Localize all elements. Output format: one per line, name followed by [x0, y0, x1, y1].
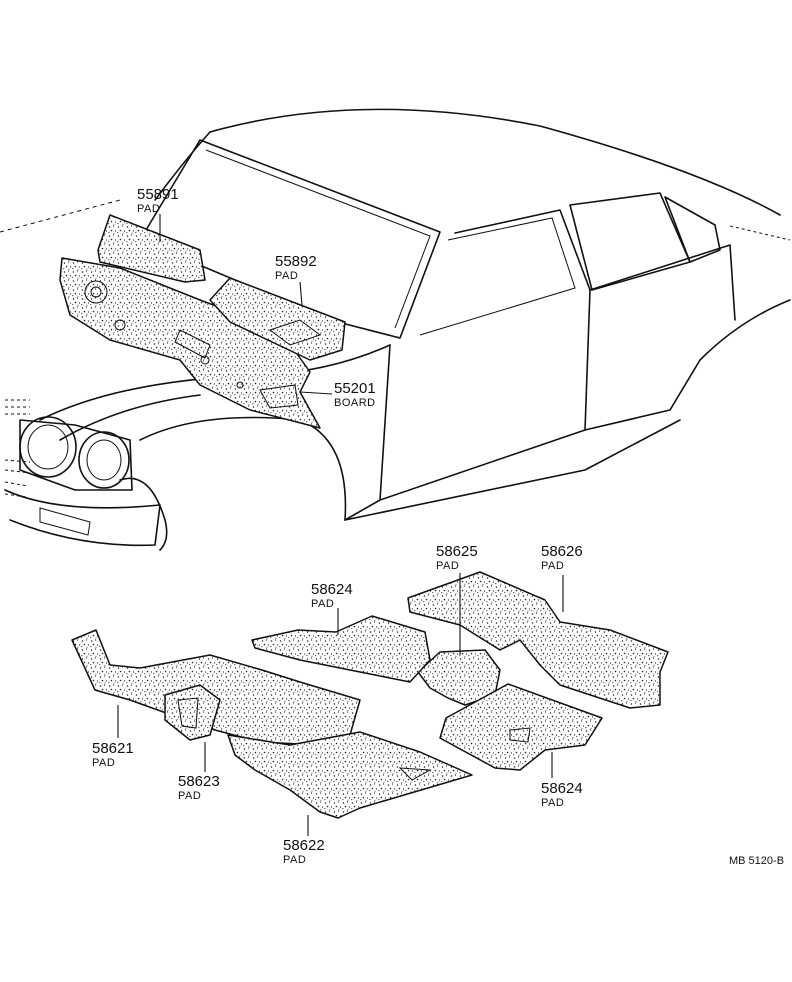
- callout-55891: 55891 PAD: [137, 186, 179, 215]
- part-desc-55201: BOARD: [334, 397, 376, 409]
- callout-55892: 55892 PAD: [275, 253, 317, 282]
- part-number-58624-upper: 58624: [311, 581, 353, 598]
- part-number-55892: 55892: [275, 253, 317, 270]
- part-desc-58621: PAD: [92, 757, 115, 769]
- part-desc-58625: PAD: [436, 560, 459, 572]
- callout-58621: 58621 PAD: [92, 740, 134, 769]
- callout-55201: 55201 BOARD: [334, 380, 376, 409]
- part-desc-55891: PAD: [137, 203, 160, 215]
- pad-58623-slot: [177, 697, 199, 729]
- callout-58622: 58622 PAD: [283, 837, 325, 866]
- callout-58625: 58625 PAD: [436, 543, 478, 572]
- part-number-58622: 58622: [283, 837, 325, 854]
- part-desc-58623: PAD: [178, 790, 201, 802]
- part-desc-58624-lower: PAD: [541, 797, 564, 809]
- figure-code: MB 5120-B: [729, 855, 784, 867]
- part-number-58621: 58621: [92, 740, 134, 757]
- pad-58622-shape: [227, 731, 473, 819]
- pad-55892-shape: [209, 277, 346, 361]
- part-desc-58624-upper: PAD: [311, 598, 334, 610]
- pad-55892-detail: [268, 319, 322, 346]
- callout-58624-lower: 58624 PAD: [541, 780, 583, 809]
- pad-58623-shape: [164, 684, 221, 741]
- board-55201-shape: [59, 257, 321, 429]
- part-number-58625: 58625: [436, 543, 478, 560]
- callout-58626: 58626 PAD: [541, 543, 583, 572]
- part-number-55201: 55201: [334, 380, 376, 397]
- pad-55891-shape: [97, 214, 206, 283]
- callout-58624-upper: 58624 PAD: [311, 581, 353, 610]
- board-55201-holes: [84, 280, 299, 409]
- pad-58626-shape: [407, 571, 669, 709]
- pad-58622-detail: [398, 767, 432, 781]
- pad-58624-lower-shape: [439, 683, 603, 771]
- part-number-58626: 58626: [541, 543, 583, 560]
- part-number-58624-lower: 58624: [541, 780, 583, 797]
- part-number-58623: 58623: [178, 773, 220, 790]
- pad-58624-upper-shape: [251, 615, 431, 683]
- part-desc-58622: PAD: [283, 854, 306, 866]
- leader-lines: [117, 214, 564, 836]
- pad-58621-shape: [71, 629, 361, 746]
- pad-58624-lower-detail: [509, 727, 531, 743]
- part-desc-58626: PAD: [541, 560, 564, 572]
- callout-58623: 58623 PAD: [178, 773, 220, 802]
- part-desc-55892: PAD: [275, 270, 298, 282]
- part-number-55891: 55891: [137, 186, 179, 203]
